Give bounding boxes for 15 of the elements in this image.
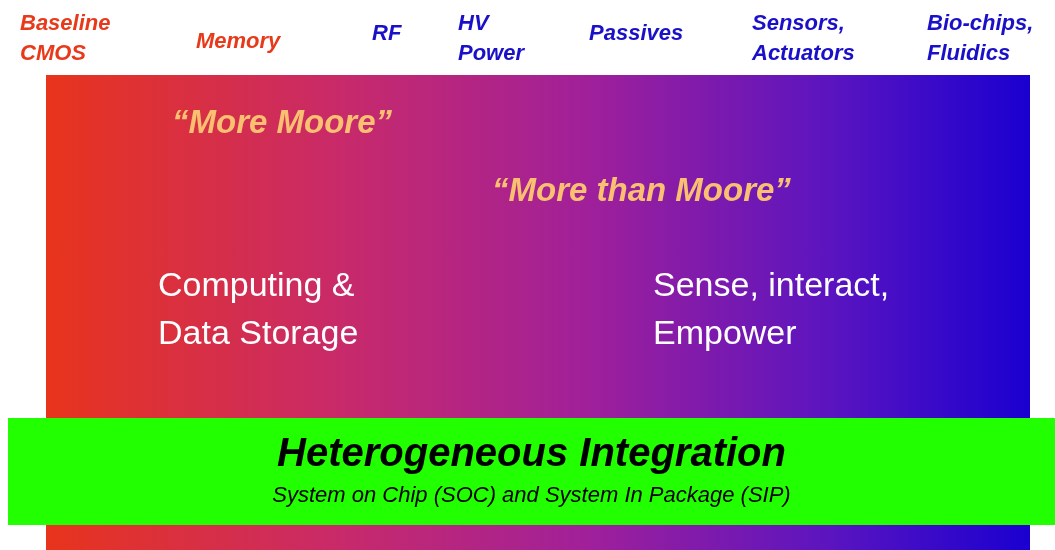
band-subtitle: System on Chip (SOC) and System In Package (SIP) xyxy=(271,482,792,508)
category-label: Baseline CMOS xyxy=(20,9,112,67)
slogan-text: “More Moore” xyxy=(172,103,393,141)
category-label: Sensors, Actuators xyxy=(752,9,856,67)
band-heading: Heterogeneous Integration xyxy=(276,430,787,475)
category-label: Bio-chips, Fluidics xyxy=(927,9,1035,67)
slogan-text: “More than Moore” xyxy=(492,171,792,209)
domain-text: Sense, interact, Empower xyxy=(653,264,891,353)
gradient-band xyxy=(46,75,1030,418)
domain-text: Computing & Data Storage xyxy=(158,264,360,353)
integration-band xyxy=(8,418,1055,525)
category-label: Passives xyxy=(589,19,685,47)
category-label: HV Power xyxy=(458,9,526,67)
category-label: RF xyxy=(372,19,403,47)
category-label: Memory xyxy=(196,27,282,55)
